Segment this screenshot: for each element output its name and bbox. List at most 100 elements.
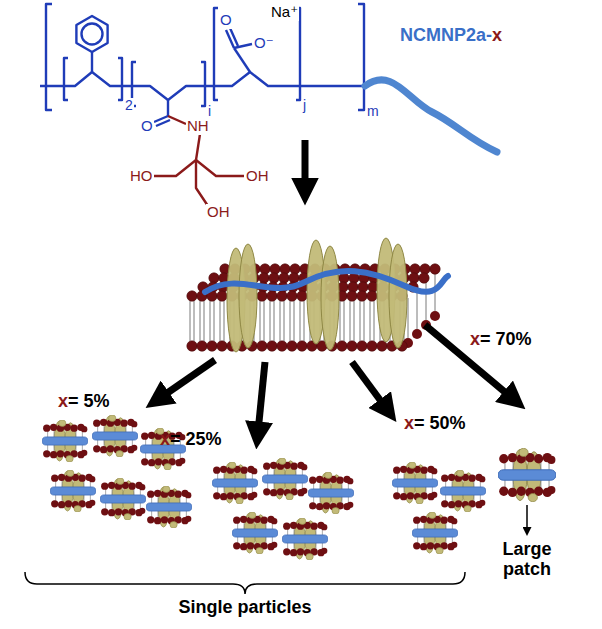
- label-group: i: [207, 104, 212, 119]
- condition-label: = 5%: [68, 391, 110, 411]
- product-arrows: [160, 325, 512, 432]
- lipid-tail: [210, 301, 211, 341]
- lipid-tail: [204, 301, 205, 341]
- lipid-tail: [224, 301, 225, 341]
- membrane-protein: [321, 246, 339, 350]
- lipid-tail: [374, 301, 375, 341]
- lipid-head: [267, 341, 277, 351]
- label-group: OH: [206, 204, 231, 221]
- group-label: Single particles: [178, 597, 311, 617]
- lipid-tail: [344, 301, 345, 341]
- lipid-head: [357, 291, 367, 301]
- label-group: x= 50%: [404, 414, 466, 434]
- lipid-tail: [260, 301, 261, 341]
- label-group: HO: [129, 168, 154, 185]
- repeat-subscript: i: [208, 103, 211, 119]
- lipid-head: [357, 341, 367, 351]
- lipid-head: [217, 341, 227, 351]
- lipid-head: [347, 291, 357, 301]
- condition-label: = 50%: [414, 413, 466, 433]
- variable-label: x: [404, 413, 414, 433]
- lipid-tail: [220, 301, 221, 341]
- condition-label: = 70%: [480, 329, 532, 349]
- lipid-tail: [284, 301, 285, 341]
- lipid-head: [337, 341, 347, 351]
- variable-label: x: [470, 329, 480, 349]
- lipid-head: [187, 291, 197, 301]
- label-group: NH: [186, 118, 210, 135]
- label-group: OH: [245, 168, 270, 185]
- atom-label: OH: [246, 167, 269, 184]
- condition-label: = 25%: [170, 429, 222, 449]
- lipid-tail: [270, 301, 271, 341]
- label-group: j: [302, 98, 307, 113]
- lipid-tail: [264, 301, 265, 341]
- atom-label: HO: [130, 167, 153, 184]
- lipid-tail: [200, 301, 201, 341]
- tris-group: [154, 116, 244, 206]
- lipid-head: [207, 341, 217, 351]
- variable-label: x: [160, 429, 170, 449]
- lipid-tail: [194, 301, 195, 341]
- lipid-head: [287, 291, 297, 301]
- lipid-tail: [280, 301, 281, 341]
- lipid-tail: [364, 301, 365, 341]
- lipid-head: [277, 341, 287, 351]
- pointer-arrow: [526, 505, 528, 530]
- lipid-head: [430, 311, 440, 321]
- variable-label: x: [492, 25, 502, 45]
- lipid-head: [297, 291, 307, 301]
- result-label: Large patch: [502, 539, 551, 579]
- lipid-tail: [300, 301, 301, 341]
- lipid-tail: [417, 289, 418, 329]
- label-group: O⁻: [253, 35, 275, 52]
- lipid-head: [297, 341, 307, 351]
- variable-label: x: [58, 391, 68, 411]
- lipid-tail: [294, 301, 295, 341]
- lipid-head: [347, 341, 357, 351]
- lipid-head: [277, 291, 287, 301]
- lipid-tail: [190, 301, 191, 341]
- atom-label: O: [220, 11, 232, 28]
- lipid-tail: [408, 298, 409, 338]
- label-group: O: [219, 12, 233, 29]
- membrane-protein: [239, 244, 257, 348]
- group-bracket: [25, 572, 465, 594]
- label-group: NCMNP2a-x: [400, 26, 502, 46]
- lipid-head: [197, 341, 207, 351]
- lipid-head: [412, 329, 422, 339]
- polymer-tail: [365, 80, 497, 152]
- repeat-subscript: m: [367, 103, 379, 119]
- counter-ion: Na⁺: [271, 3, 298, 20]
- lipid-head: [257, 291, 267, 301]
- polymer-name: NCMNP2a-: [400, 25, 492, 45]
- label-group: 2: [124, 98, 134, 113]
- lipid-head: [287, 341, 297, 351]
- lipid-head: [419, 273, 429, 283]
- lipid-head: [367, 341, 377, 351]
- label-group: O: [140, 118, 154, 135]
- lipid-head: [430, 264, 440, 274]
- lipid-tail: [340, 301, 341, 341]
- process-arrow: [302, 140, 309, 188]
- lipid-tail: [370, 301, 371, 341]
- repeat-subscript: 2: [125, 97, 133, 113]
- label-group: x= 70%: [470, 330, 532, 350]
- lipid-membrane: [187, 238, 448, 352]
- atom-label: O⁻: [254, 34, 274, 51]
- lipid-head: [187, 341, 197, 351]
- polymer-structure: [40, 4, 365, 126]
- lipid-tail: [214, 301, 215, 341]
- lipid-head: [267, 291, 277, 301]
- lipid-tail: [304, 301, 305, 341]
- label-group: m: [366, 104, 380, 119]
- lipid-tail: [360, 301, 361, 341]
- lipid-tail: [290, 301, 291, 341]
- lipid-head: [367, 291, 377, 301]
- repeat-subscript: j: [303, 97, 306, 113]
- label-group: x= 25%: [160, 430, 222, 450]
- atom-label: OH: [207, 203, 230, 220]
- lipid-tail: [274, 301, 275, 341]
- lipid-tail: [354, 301, 355, 341]
